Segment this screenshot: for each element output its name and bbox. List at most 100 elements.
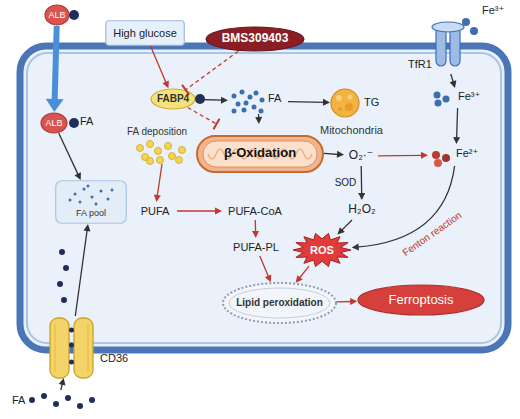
arrow-head — [350, 298, 357, 305]
connector-line — [55, 26, 57, 103]
lipid-dot — [165, 143, 172, 150]
albumin-circle: ALB — [44, 4, 70, 26]
node-text: PUFA — [141, 205, 170, 218]
inhibition-bar — [214, 119, 220, 129]
particle-dot — [63, 265, 69, 271]
stimulus-box: High glucose — [105, 20, 185, 46]
particle-dot — [236, 102, 241, 107]
arrow-head — [252, 231, 259, 238]
arrow-head — [265, 274, 271, 282]
arrow-head — [337, 227, 344, 234]
particle-dot — [69, 360, 74, 365]
connector-line — [157, 164, 162, 197]
arrow-head — [421, 152, 428, 159]
free-label: Fe³⁺ — [482, 4, 504, 17]
polygon-shape — [293, 233, 351, 266]
node-text: PUFA-CoA — [228, 205, 282, 218]
arrow-head — [215, 208, 222, 215]
node-text: H₂O₂ — [348, 203, 375, 217]
arrow-head — [84, 224, 91, 231]
particle-dot — [432, 151, 440, 159]
node-text: Lipid peroxidation — [236, 297, 323, 309]
lipid-dot — [179, 147, 186, 154]
particle-dot — [248, 95, 253, 100]
particle-dot — [434, 159, 442, 167]
connector — [453, 108, 460, 144]
cell-membrane — [20, 46, 508, 350]
lipid-dot — [176, 157, 183, 164]
lipid-dot — [169, 153, 176, 160]
particle-dot — [89, 397, 95, 403]
particle-dot — [41, 393, 47, 399]
particle-dot — [242, 108, 247, 113]
arrow-head — [450, 80, 457, 88]
node-text: Fe²⁺ — [456, 147, 478, 160]
particle-dot — [59, 249, 65, 255]
particle-dot — [69, 343, 74, 348]
circle-shape — [345, 103, 353, 111]
ellipse-shape — [206, 27, 304, 51]
lipid-dot — [147, 158, 154, 165]
transferrin-receptor — [432, 22, 464, 66]
particle-dot — [252, 105, 257, 110]
connector-line — [324, 153, 339, 154]
particle-dot — [260, 98, 265, 103]
connector-line — [196, 99, 223, 101]
particle-dot — [57, 281, 63, 287]
node-text: BMS309403 — [222, 32, 289, 46]
arrow-head — [337, 151, 344, 158]
connector — [196, 97, 228, 104]
connector — [177, 208, 222, 215]
connector — [288, 99, 330, 106]
connector — [296, 266, 309, 283]
connector — [450, 74, 457, 88]
arrow-head — [453, 137, 460, 144]
connector — [59, 378, 66, 390]
lipid-dot — [157, 157, 164, 164]
node-text: FA — [80, 115, 93, 128]
node-text: FA deposition — [127, 126, 187, 138]
mitochondrion: Mitochondriaβ-Oxidation — [196, 124, 324, 174]
connector — [337, 298, 357, 305]
particle-dot — [69, 199, 72, 202]
connector — [358, 166, 365, 200]
process-ellipse: Lipid peroxidation — [222, 282, 337, 324]
connector — [252, 220, 259, 238]
node-text: CD36 — [100, 352, 128, 365]
arrow-head — [46, 99, 64, 112]
transporter-half — [50, 318, 69, 378]
node-text: Mitochondria — [320, 124, 383, 137]
particle-dot — [69, 118, 79, 128]
node-text: ROS — [310, 244, 334, 257]
connector-line — [378, 155, 423, 157]
lipid-droplet: TG — [330, 88, 386, 118]
connector — [59, 133, 81, 180]
particle-dot — [107, 198, 110, 201]
connector-line — [361, 166, 363, 195]
node-text: PUFA-PL — [233, 241, 279, 254]
particle-dot — [244, 101, 249, 106]
node-text: O₂·⁻ — [349, 149, 373, 163]
circle-shape — [348, 95, 353, 100]
particle-dot — [91, 196, 94, 199]
connector-line — [260, 256, 269, 278]
particle-dot — [254, 91, 259, 96]
edge-label: SOD — [335, 177, 357, 189]
particle-dot — [443, 96, 450, 103]
inhibition-bar — [182, 85, 189, 95]
species-text: H₂O₂ — [342, 200, 382, 220]
ellipse-shape — [358, 285, 484, 315]
rect-shape — [56, 181, 127, 224]
connector — [75, 224, 90, 316]
albumin-circle: ALBFA — [40, 112, 68, 134]
arrow-head — [352, 244, 359, 251]
connector — [188, 108, 220, 130]
node-text: FABP4 — [157, 93, 189, 105]
node-text: TfR1 — [408, 58, 432, 71]
particle-dot — [259, 109, 264, 114]
connector — [151, 46, 169, 88]
particle-dot — [29, 397, 35, 403]
node-text: β-Oxidation — [196, 146, 324, 161]
connector — [255, 114, 262, 124]
